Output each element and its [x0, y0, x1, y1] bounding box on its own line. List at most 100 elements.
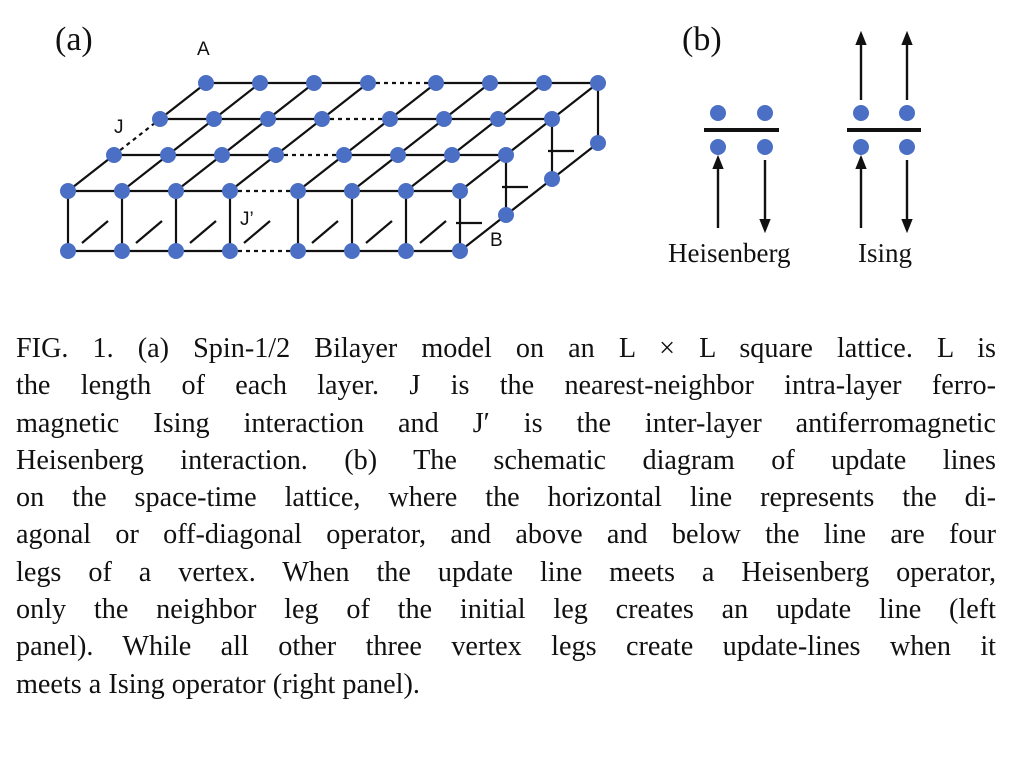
spin-site: [344, 243, 360, 259]
spin-site: [290, 243, 306, 259]
intra-layer-bond: [121, 154, 169, 192]
intra-layer-bond: [67, 154, 115, 192]
spin-site: [114, 243, 130, 259]
spin-site: [314, 111, 330, 127]
spin-site: [198, 75, 214, 91]
spin-site: [452, 243, 468, 259]
vertex-leg: [899, 105, 915, 121]
spin-site: [344, 183, 360, 199]
intra-layer-bond: [389, 82, 437, 120]
caption-line: only the neighbor leg of the initial leg…: [16, 594, 996, 626]
spin-site: [168, 243, 184, 259]
spin-site: [168, 183, 184, 199]
spin-site: [590, 135, 606, 151]
hidden-bond-hint: [419, 220, 447, 244]
spin-site: [398, 183, 414, 199]
intra-layer-bond: [551, 82, 599, 120]
spin-site: [498, 207, 514, 223]
spin-site: [398, 243, 414, 259]
spin-site: [222, 183, 238, 199]
figure-caption: FIG. 1. (a) Spin-1/2 Bilayer model on an…: [16, 330, 996, 703]
vertex-leg: [710, 105, 726, 121]
intra-layer-bond: [451, 118, 499, 156]
hidden-bond-hint: [311, 220, 339, 244]
coupling-label-j: J: [114, 117, 124, 138]
panel-a-label: (a): [55, 21, 93, 58]
coupling-label-j-prime: J’: [240, 209, 254, 230]
intra-layer-bond: [321, 82, 369, 120]
heisenberg-label: Heisenberg: [668, 238, 790, 268]
caption-line: panel). While all other three vertex leg…: [16, 631, 996, 663]
intra-layer-bond: [459, 154, 507, 192]
spin-site: [60, 243, 76, 259]
hidden-bond-hint: [81, 220, 109, 244]
spin-site: [482, 75, 498, 91]
spin-site: [160, 147, 176, 163]
spin-site: [544, 171, 560, 187]
spin-site: [268, 147, 284, 163]
spin-site: [382, 111, 398, 127]
intra-layer-bond: [159, 82, 207, 120]
intra-layer-bond: [397, 118, 445, 156]
spin-site: [60, 183, 76, 199]
spin-site: [222, 243, 238, 259]
site-label-a: A: [197, 39, 210, 60]
spin-site: [390, 147, 406, 163]
intra-layer-bond: [221, 118, 269, 156]
intra-layer-bond: [267, 82, 315, 120]
figure-diagram: (a) (b) A B J J’ Heisenberg Ising: [55, 21, 921, 268]
spin-site: [252, 75, 268, 91]
spin-site: [428, 75, 444, 91]
spin-site: [444, 147, 460, 163]
caption-line: legs of a vertex. When the update line m…: [16, 556, 996, 588]
vertex-leg: [757, 139, 773, 155]
caption-line: the length of each layer. J is the neare…: [16, 370, 996, 402]
caption-line: magnetic Ising interaction and J′ is the…: [16, 407, 996, 439]
intra-layer-bond: [551, 142, 599, 180]
vertex-leg: [853, 139, 869, 155]
spin-site: [498, 147, 514, 163]
spin-site: [436, 111, 452, 127]
intra-layer-bond: [343, 118, 391, 156]
spin-site: [360, 75, 376, 91]
spin-site: [544, 111, 560, 127]
hidden-bond-hint: [189, 220, 217, 244]
spin-site: [490, 111, 506, 127]
spin-site: [106, 147, 122, 163]
intra-layer-bond: [505, 118, 553, 156]
spin-site: [336, 147, 352, 163]
spin-site: [536, 75, 552, 91]
spin-site: [260, 111, 276, 127]
caption-line: agonal or off-diagonal operator, and abo…: [16, 519, 996, 551]
vertex-leg: [853, 105, 869, 121]
vertex-schematic: [704, 30, 921, 234]
caption-line: on the space-time lattice, where the hor…: [16, 482, 996, 514]
intra-layer-bond: [275, 118, 323, 156]
intra-layer-bond: [229, 154, 277, 192]
hidden-bond-hint: [365, 220, 393, 244]
spin-site: [214, 147, 230, 163]
intra-layer-bond: [497, 82, 545, 120]
intra-layer-bond: [405, 154, 453, 192]
spin-site: [452, 183, 468, 199]
intra-layer-bond: [459, 214, 507, 252]
vertex-leg: [899, 139, 915, 155]
intra-layer-bond: [175, 154, 223, 192]
intra-layer-bond: [297, 154, 345, 192]
spin-site: [114, 183, 130, 199]
spin-site: [306, 75, 322, 91]
site-label-b: B: [490, 230, 503, 251]
caption-line: meets a Ising operator (right panel).: [16, 668, 420, 700]
intra-layer-bond: [113, 118, 161, 156]
vertex-leg: [710, 139, 726, 155]
caption-line: Heisenberg interaction. (b) The schemati…: [16, 444, 996, 476]
spin-site: [152, 111, 168, 127]
spin-site: [590, 75, 606, 91]
bilayer-lattice: [60, 75, 606, 259]
ising-label: Ising: [858, 238, 912, 268]
hidden-bond-hint: [243, 220, 271, 244]
spin-site: [290, 183, 306, 199]
vertex-leg: [757, 105, 773, 121]
caption-line: FIG. 1. (a) Spin-1/2 Bilayer model on an…: [16, 333, 996, 364]
intra-layer-bond: [351, 154, 399, 192]
